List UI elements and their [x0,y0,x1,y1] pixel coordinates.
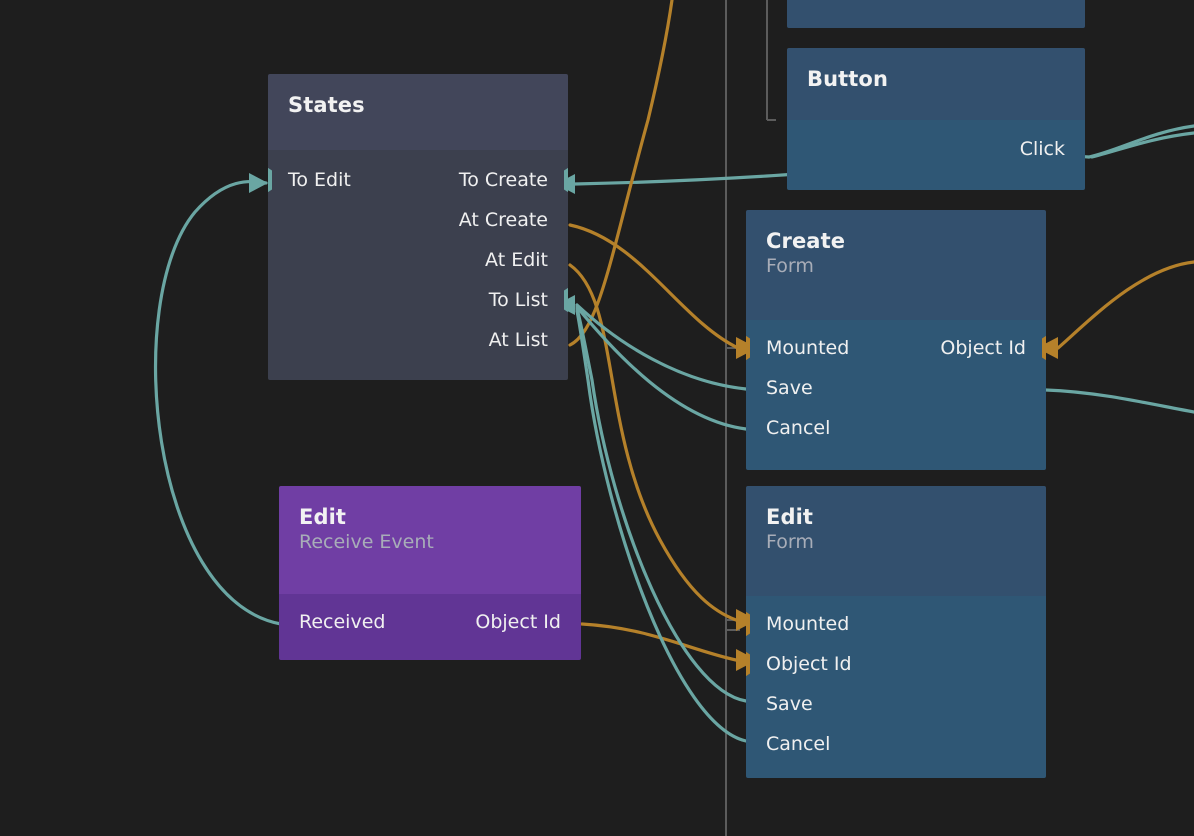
port-label-at-create: At Create [458,209,548,231]
port-label-click: Click [1019,138,1065,160]
arrow-right-icon [746,327,750,369]
port-label-at-edit: At Edit [485,249,548,271]
port-label-object-id: Object Id [940,337,1026,359]
port-row[interactable]: Object Id [746,643,1046,685]
port-row[interactable]: At Edit [268,240,568,280]
port-row[interactable]: At Create [268,200,568,240]
port-label-mounted: Mounted [766,337,850,359]
arrow-left-icon [564,159,568,201]
port-row[interactable]: Click [787,129,1085,169]
node-edit-form-body: Mounted Object Id Save Cancel [746,596,1046,778]
node-edit-receive-event-header[interactable]: Edit Receive Event [279,486,581,594]
node-states-title: States [288,93,365,117]
port-label-received: Received [299,611,386,633]
port-row[interactable]: Save [746,684,1046,724]
port-label-to-edit: To Edit [288,169,351,191]
port-marker-object-id[interactable] [1042,327,1046,369]
node-button[interactable]: Button Click [787,48,1085,190]
port-row[interactable]: To Edit To Create [268,159,568,201]
node-edit-receive-event[interactable]: Edit Receive Event Received Object Id [279,486,581,660]
edge-edit-cancel-to-list [575,309,748,743]
arrow-left-icon [1042,327,1046,369]
port-marker-mounted[interactable] [746,327,750,369]
port-label-save: Save [766,377,813,399]
node-button-title: Button [807,67,889,91]
port-label-object-id: Object Id [475,611,561,633]
port-row[interactable]: Mounted [746,603,1046,645]
port-row[interactable]: Mounted Object Id [746,327,1046,369]
port-marker-mounted[interactable] [746,603,750,645]
port-label-cancel: Cancel [766,733,831,755]
edge-create-cancel-to-list [575,305,748,431]
port-label-object-id: Object Id [766,653,852,675]
edge-offscreen-click-b [1090,131,1194,159]
node-edit-form-header[interactable]: Edit Form [746,486,1046,596]
port-label-to-create: To Create [458,169,548,191]
port-row[interactable]: Cancel [746,724,1046,764]
node-states[interactable]: States To Edit To Create At Create [268,74,568,380]
node-states-body: To Edit To Create At Create At Edit [268,150,568,380]
node-create-form-subtitle: Form [766,255,814,277]
edge-edit-objectid-objectid [580,622,738,662]
node-edit-form[interactable]: Edit Form Mounted Object Id Save [746,486,1046,778]
port-label-cancel: Cancel [766,417,831,439]
edge-create-save-to-list [575,303,748,391]
arrow-right-icon [268,159,272,201]
node-create-form[interactable]: Create Form Mounted Object Id Save [746,210,1046,470]
node-edit-form-subtitle: Form [766,531,814,553]
edge-click-out-offscreen [1087,124,1194,159]
node-edit-receive-event-title: Edit [299,505,347,529]
node-partial-above-button[interactable] [787,0,1085,28]
port-marker-to-edit-in[interactable] [268,159,272,201]
arrow-right-icon [746,603,750,645]
port-row[interactable]: To List [268,279,568,321]
arrow-right-icon [746,643,750,685]
edge-create-out-offscreen [1044,388,1194,414]
port-row[interactable]: Cancel [746,408,1046,448]
port-label-to-list: To List [488,289,548,311]
edge-received-to-edit [153,179,283,626]
arrow-left-icon [564,279,568,321]
node-create-form-title: Create [766,229,846,253]
port-marker-object-id[interactable] [746,643,750,685]
node-edit-receive-event-body: Received Object Id [279,594,581,660]
node-button-header[interactable]: Button [787,48,1085,120]
node-partial-header [787,0,1085,28]
edge-at-create-mounted [568,223,740,350]
edge-at-list-offscreen [568,0,674,347]
edge-at-edit-mounted [568,263,738,622]
node-states-header[interactable]: States [268,74,568,150]
node-edit-receive-event-subtitle: Receive Event [299,531,434,553]
node-button-body: Click [787,120,1085,190]
edge-offscreen-to-objectid [1056,260,1194,350]
node-create-form-header[interactable]: Create Form [746,210,1046,320]
node-edit-form-title: Edit [766,505,814,529]
port-label-mounted: Mounted [766,613,850,635]
edge-edit-save-to-list [575,307,748,703]
port-label-at-list: At List [488,329,548,351]
port-row[interactable]: Received Object Id [279,602,581,642]
node-create-form-body: Mounted Object Id Save [746,320,1046,470]
port-row[interactable]: At List [268,320,568,360]
port-row[interactable]: Save [746,368,1046,408]
port-marker-to-list[interactable] [564,279,568,321]
port-marker-to-create[interactable] [564,159,568,201]
port-label-save: Save [766,693,813,715]
